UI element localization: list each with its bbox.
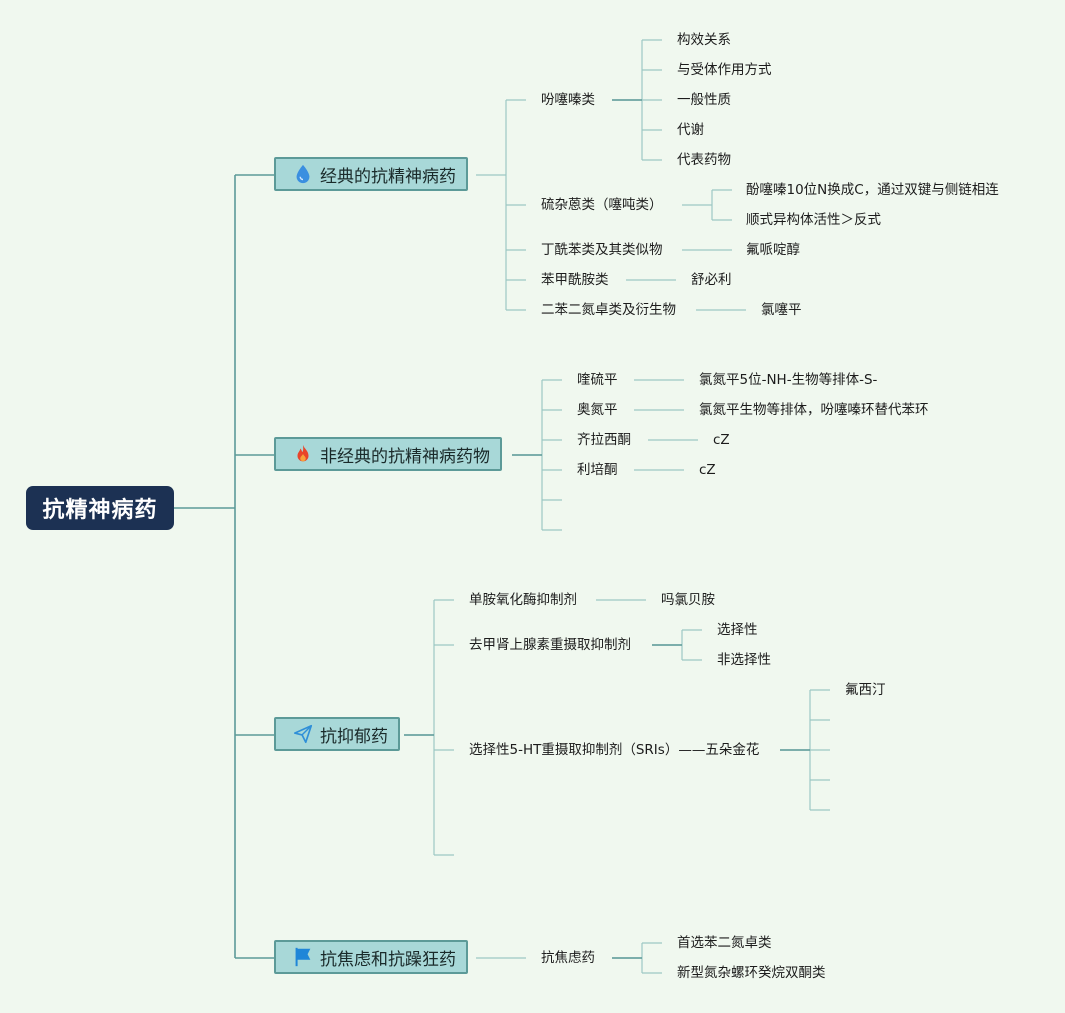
- branch-label: 抗焦虑和抗躁狂药: [320, 949, 456, 970]
- leaf-node[interactable]: 氯氮平5位-NH-生物等排体-S-: [699, 372, 878, 388]
- phenothiazine-node[interactable]: 吩噻嗪类: [541, 92, 595, 108]
- quetiapine-node[interactable]: 喹硫平: [577, 372, 618, 388]
- leaf-node[interactable]: cZ: [699, 462, 716, 478]
- branch-classic-antipsychotics[interactable]: 经典的抗精神病药: [274, 157, 468, 191]
- leaf-node[interactable]: 选择性: [717, 622, 758, 638]
- leaf-node[interactable]: 顺式异构体活性＞反式: [746, 212, 881, 228]
- root-node[interactable]: 抗精神病药: [26, 486, 174, 530]
- branch-antidepressants[interactable]: 抗抑郁药: [274, 717, 400, 751]
- leaf-node[interactable]: 代谢: [677, 122, 704, 138]
- leaf-node[interactable]: 吗氯贝胺: [661, 592, 715, 608]
- nri-node[interactable]: 去甲肾上腺素重摄取抑制剂: [469, 637, 631, 653]
- leaf-node[interactable]: 舒必利: [691, 272, 732, 288]
- leaf-node[interactable]: 与受体作用方式: [677, 62, 772, 78]
- benzamide-node[interactable]: 苯甲酰胺类: [541, 272, 609, 288]
- branch-anxiolytics-antimanic[interactable]: 抗焦虑和抗躁狂药: [274, 940, 468, 974]
- leaf-node[interactable]: 氟西汀: [845, 682, 886, 698]
- leaf-node[interactable]: 非选择性: [717, 652, 771, 668]
- flag-icon: [292, 946, 314, 968]
- leaf-node[interactable]: 酚噻嗪10位N换成C，通过双键与侧链相连: [746, 182, 999, 198]
- branch-label: 抗抑郁药: [320, 726, 388, 747]
- anxiolytics-node[interactable]: 抗焦虑药: [541, 950, 595, 966]
- maoi-node[interactable]: 单胺氧化酶抑制剂: [469, 592, 577, 608]
- leaf-node[interactable]: cZ: [713, 432, 730, 448]
- dibenzodiazepine-node[interactable]: 二苯二氮卓类及衍生物: [541, 302, 676, 318]
- fire-icon: [292, 443, 314, 465]
- ziprasidone-node[interactable]: 齐拉西酮: [577, 432, 631, 448]
- leaf-node[interactable]: 新型氮杂螺环癸烷双酮类: [677, 965, 826, 981]
- leaf-node[interactable]: 构效关系: [677, 32, 731, 48]
- leaf-node[interactable]: 一般性质: [677, 92, 731, 108]
- branch-label: 经典的抗精神病药: [320, 166, 456, 187]
- butyrophenone-node[interactable]: 丁酰苯类及其类似物: [541, 242, 663, 258]
- branch-atypical-antipsychotics[interactable]: 非经典的抗精神病药物: [274, 437, 502, 471]
- leaf-node[interactable]: 氟哌啶醇: [746, 242, 800, 258]
- leaf-node[interactable]: 首选苯二氮卓类: [677, 935, 772, 951]
- leaf-node[interactable]: 氯噻平: [761, 302, 802, 318]
- leaf-node[interactable]: 代表药物: [677, 152, 731, 168]
- olanzapine-node[interactable]: 奥氮平: [577, 402, 618, 418]
- branch-label: 非经典的抗精神病药物: [320, 446, 490, 467]
- risperidone-node[interactable]: 利培酮: [577, 462, 618, 478]
- paper-plane-icon: [292, 723, 314, 745]
- ssri-node[interactable]: 选择性5-HT重摄取抑制剂（SRIs）——五朵金花: [469, 742, 760, 758]
- leaf-node[interactable]: 氯氮平生物等排体，吩噻嗪环替代苯环: [699, 402, 929, 418]
- water-drop-icon: [292, 163, 314, 185]
- thioxanthene-node[interactable]: 硫杂蒽类（噻吨类）: [541, 197, 663, 213]
